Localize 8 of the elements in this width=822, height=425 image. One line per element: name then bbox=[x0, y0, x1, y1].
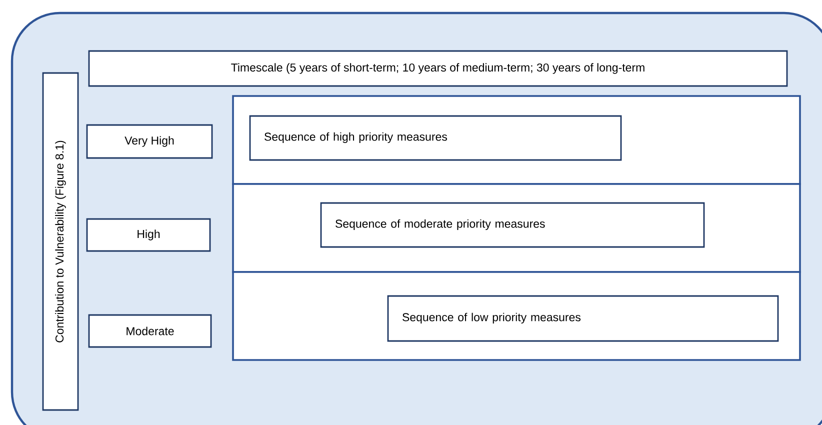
label-box: Moderate bbox=[88, 314, 212, 348]
label-box: Timescale (5 years of short-term; 10 years of medium-term; 30 years of long-term bbox=[88, 50, 788, 87]
axis-label-box: Contribution to Vulnerability (Figure 8.1) bbox=[42, 72, 79, 411]
label-box: High bbox=[86, 218, 211, 252]
measure-box: Sequence of moderate priority measures bbox=[320, 202, 705, 248]
measure-box: Sequence of high priority measures bbox=[249, 115, 622, 161]
label-box: Very High bbox=[86, 124, 213, 159]
measure-box: Sequence of low priority measures bbox=[387, 295, 779, 342]
